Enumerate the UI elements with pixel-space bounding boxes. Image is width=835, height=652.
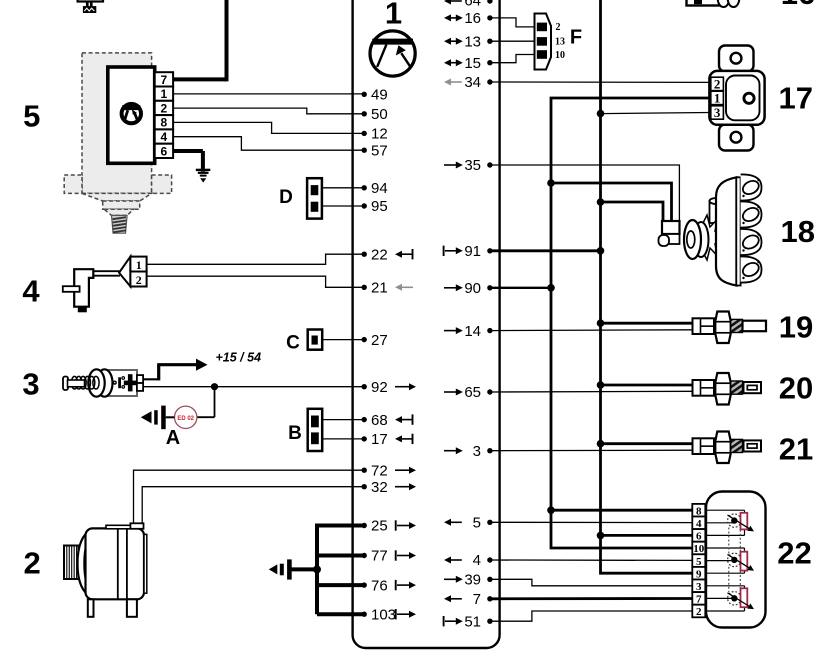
svg-text:14: 14 xyxy=(464,323,481,340)
svg-text:16: 16 xyxy=(464,10,481,27)
svg-text:91: 91 xyxy=(464,243,481,260)
svg-text:21: 21 xyxy=(779,432,813,467)
svg-text:94: 94 xyxy=(371,180,388,197)
svg-text:51: 51 xyxy=(464,613,481,630)
svg-text:77: 77 xyxy=(371,548,388,565)
svg-text:17: 17 xyxy=(371,431,388,448)
svg-text:6: 6 xyxy=(696,531,702,543)
svg-text:2: 2 xyxy=(23,545,40,580)
svg-text:6: 6 xyxy=(161,144,168,158)
svg-text:2: 2 xyxy=(714,76,721,91)
svg-text:1: 1 xyxy=(714,90,721,105)
svg-text:+15 / 54: +15 / 54 xyxy=(216,351,262,365)
svg-text:F: F xyxy=(570,27,582,49)
svg-text:19: 19 xyxy=(779,309,813,344)
svg-text:22: 22 xyxy=(371,246,388,263)
svg-text:3: 3 xyxy=(473,443,481,460)
svg-text:21: 21 xyxy=(371,280,388,297)
svg-text:103: 103 xyxy=(371,606,396,623)
svg-text:4: 4 xyxy=(473,552,481,569)
svg-text:95: 95 xyxy=(371,198,388,215)
svg-text:B: B xyxy=(288,423,302,444)
svg-text:1: 1 xyxy=(136,258,142,272)
svg-text:5: 5 xyxy=(473,515,481,532)
svg-text:2: 2 xyxy=(161,101,168,115)
svg-text:25: 25 xyxy=(371,518,388,535)
svg-text:64: 64 xyxy=(464,0,481,10)
svg-text:3: 3 xyxy=(22,366,39,401)
svg-text:68: 68 xyxy=(371,412,388,429)
svg-text:32: 32 xyxy=(371,479,388,496)
svg-text:3: 3 xyxy=(714,105,721,120)
svg-text:2: 2 xyxy=(696,606,702,618)
svg-text:D: D xyxy=(279,187,293,208)
svg-text:9: 9 xyxy=(696,568,702,580)
svg-text:7: 7 xyxy=(473,591,481,608)
svg-text:50: 50 xyxy=(371,106,388,123)
svg-text:10: 10 xyxy=(693,543,705,555)
svg-text:13: 13 xyxy=(464,33,481,50)
svg-text:C: C xyxy=(286,333,300,354)
svg-text:2: 2 xyxy=(136,273,142,287)
svg-text:22: 22 xyxy=(777,535,811,570)
svg-text:16: 16 xyxy=(781,0,815,11)
svg-text:7: 7 xyxy=(161,73,168,87)
svg-text:4: 4 xyxy=(696,518,702,530)
svg-text:4: 4 xyxy=(22,273,40,308)
svg-text:1: 1 xyxy=(385,0,402,30)
svg-text:2: 2 xyxy=(556,22,561,33)
svg-text:92: 92 xyxy=(371,379,388,396)
svg-text:27: 27 xyxy=(371,332,388,349)
svg-text:12: 12 xyxy=(371,126,388,143)
svg-text:1: 1 xyxy=(161,87,168,101)
svg-text:39: 39 xyxy=(464,572,481,589)
svg-text:5: 5 xyxy=(23,98,40,133)
svg-text:15: 15 xyxy=(464,55,481,72)
svg-text:18: 18 xyxy=(780,214,814,249)
svg-text:13: 13 xyxy=(555,37,565,48)
svg-text:17: 17 xyxy=(778,81,812,116)
svg-text:34: 34 xyxy=(464,74,481,91)
svg-text:72: 72 xyxy=(371,462,388,479)
svg-text:7: 7 xyxy=(696,594,702,606)
svg-text:65: 65 xyxy=(464,384,481,401)
svg-text:3: 3 xyxy=(696,581,702,593)
svg-text:20: 20 xyxy=(779,371,813,406)
svg-text:90: 90 xyxy=(464,280,481,297)
svg-text:57: 57 xyxy=(371,142,388,159)
svg-text:ED 02: ED 02 xyxy=(177,416,194,422)
svg-text:4: 4 xyxy=(161,130,168,144)
svg-text:A: A xyxy=(166,427,180,449)
svg-text:8: 8 xyxy=(161,116,168,130)
svg-text:76: 76 xyxy=(371,577,388,594)
svg-text:10: 10 xyxy=(555,50,565,61)
svg-text:35: 35 xyxy=(464,157,481,174)
svg-text:5: 5 xyxy=(696,556,702,568)
svg-text:49: 49 xyxy=(371,87,388,104)
svg-text:8: 8 xyxy=(696,505,702,517)
